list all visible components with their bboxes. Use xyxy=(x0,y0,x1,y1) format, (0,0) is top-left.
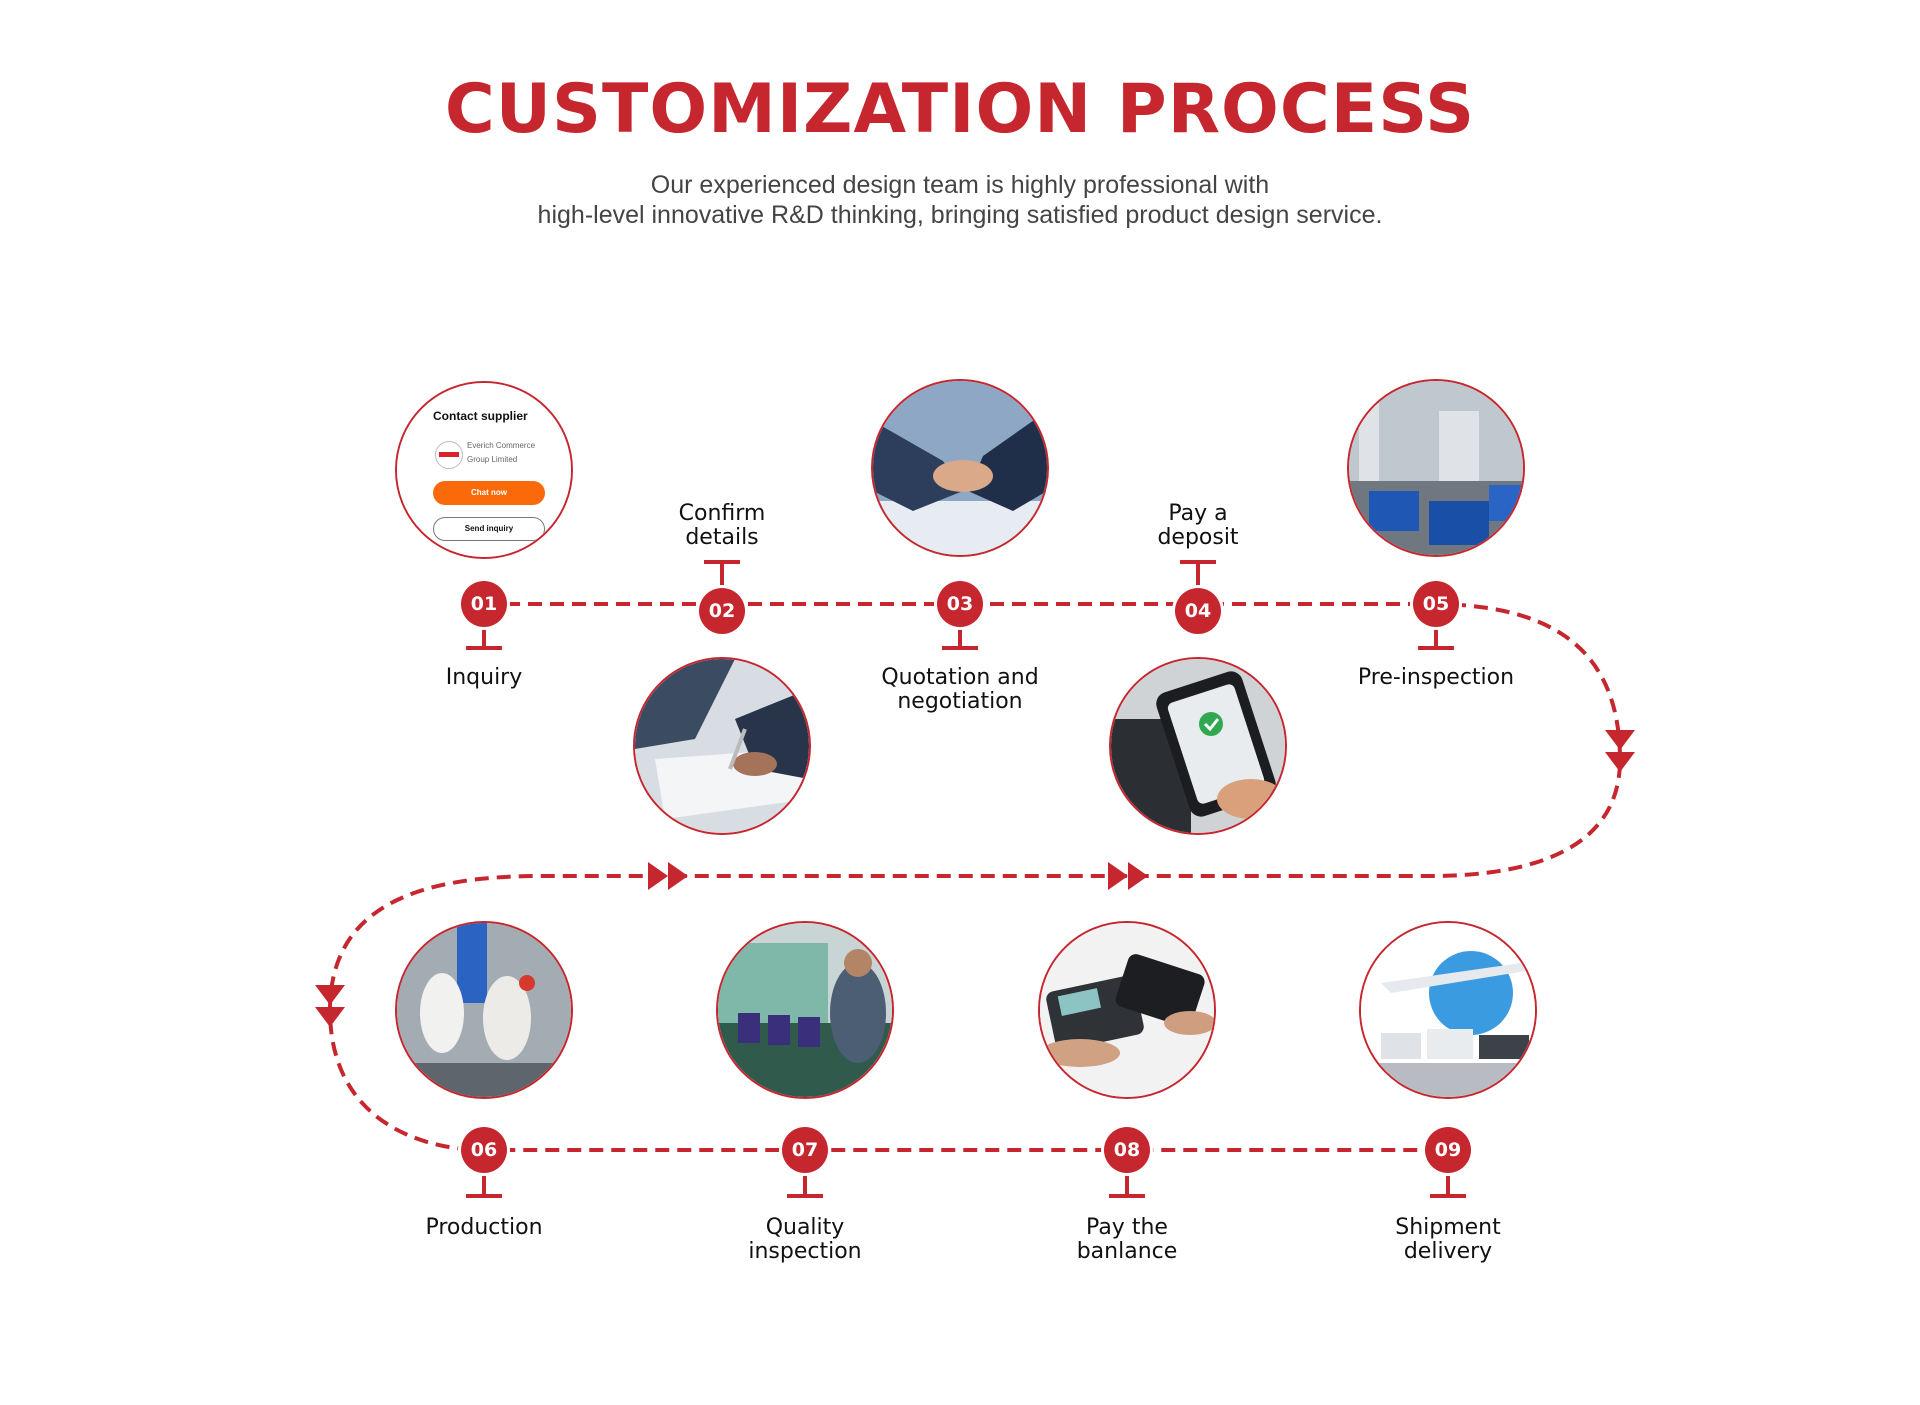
logistics-photo xyxy=(1359,921,1537,1099)
quality-inspection-photo xyxy=(716,921,894,1099)
subtitle-line-1: Our experienced design team is highly pr… xyxy=(650,171,1270,199)
step-number-09: 09 xyxy=(1425,1127,1471,1173)
step-label-01: Inquiry xyxy=(445,665,523,690)
step-label-03: Quotation and negotiation xyxy=(881,665,1039,714)
arrow-left-2a xyxy=(1128,862,1148,890)
page-subtitle: Our experienced design team is highly pr… xyxy=(0,170,1920,230)
signing-document-photo xyxy=(633,657,811,835)
subtitle-line-2: high-level innovative R&D thinking, brin… xyxy=(537,201,1383,229)
arrow-down-left-2 xyxy=(315,1007,345,1027)
step-number-02: 02 xyxy=(699,588,745,634)
mobile-payment-photo xyxy=(1109,657,1287,835)
step-number-08: 08 xyxy=(1104,1127,1150,1173)
step-number-04: 04 xyxy=(1175,588,1221,634)
arrow-left-1b xyxy=(648,862,668,890)
flow-line-top xyxy=(327,602,1623,1152)
step-label-02: Confirm details xyxy=(678,501,766,550)
arrow-left-1a xyxy=(668,862,688,890)
robot-arms-photo xyxy=(395,921,573,1099)
card-terminal-photo xyxy=(1038,921,1216,1099)
arrow-down-right-2 xyxy=(1605,752,1635,772)
arrow-left-2b xyxy=(1108,862,1128,890)
step-number-01: 01 xyxy=(461,581,507,627)
step-label-09: Shipment delivery xyxy=(1395,1215,1501,1264)
step-label-04: Pay a deposit xyxy=(1157,501,1239,550)
chat-now-button[interactable]: Chat now xyxy=(433,481,545,505)
arrow-down-left-1 xyxy=(315,985,345,1005)
company-name: Everich Commerce Group Limited xyxy=(467,441,536,464)
step-label-07: Quality inspection xyxy=(748,1215,862,1264)
step-label-08: Pay the banlance xyxy=(1076,1215,1178,1264)
step-label-06: Production xyxy=(425,1215,543,1240)
company-logo-icon xyxy=(435,441,463,469)
page-title: CUSTOMIZATION PROCESS xyxy=(444,70,1476,149)
step-label-05: Pre-inspection xyxy=(1357,665,1515,690)
step-number-05: 05 xyxy=(1413,581,1459,627)
send-inquiry-button[interactable]: Send inquiry xyxy=(433,517,545,541)
contact-supplier-card: Contact supplier Everich Commerce Group … xyxy=(395,381,573,559)
card-heading: Contact supplier xyxy=(433,409,528,423)
step-number-07: 07 xyxy=(782,1127,828,1173)
factory-floor-photo xyxy=(1347,379,1525,557)
handshake-photo xyxy=(871,379,1049,557)
step-number-06: 06 xyxy=(461,1127,507,1173)
step-number-03: 03 xyxy=(937,581,983,627)
arrow-down-right-1 xyxy=(1605,730,1635,750)
